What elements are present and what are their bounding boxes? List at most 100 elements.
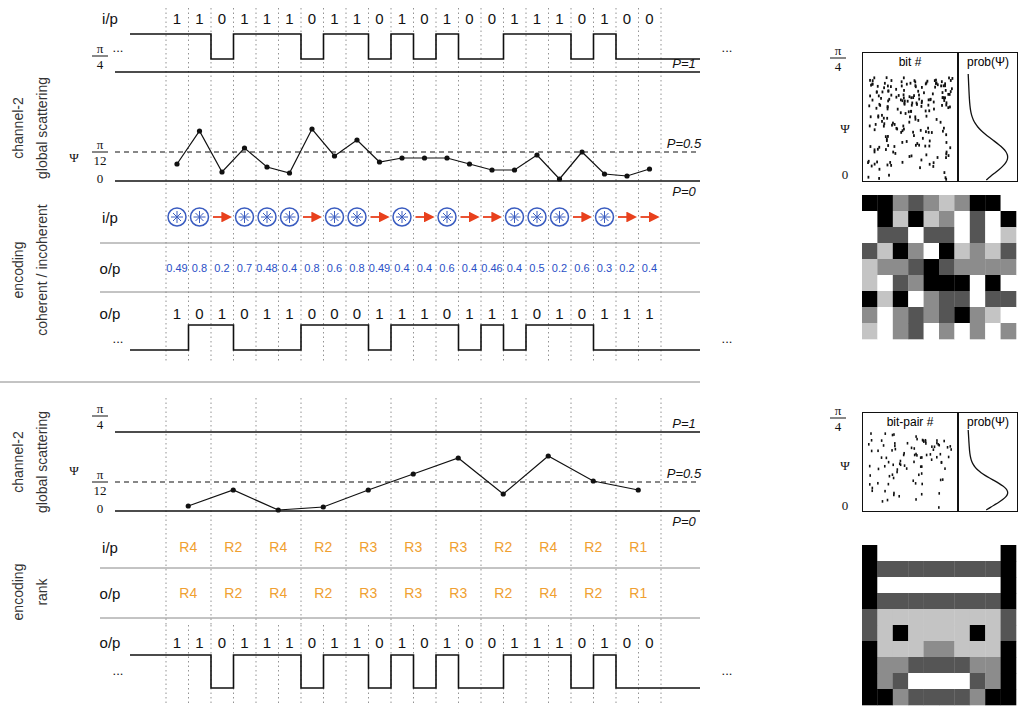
section-label: global scattering <box>35 77 49 179</box>
inset-dot <box>885 135 887 138</box>
bit-value: 1 <box>600 11 608 26</box>
pixel <box>985 689 1001 705</box>
inset-dot <box>934 445 936 448</box>
inset-dot <box>923 91 925 94</box>
inset-dot <box>944 96 946 99</box>
inset-dot <box>918 144 920 147</box>
inset-dot <box>946 151 948 154</box>
inset-dot <box>934 86 936 89</box>
data-point <box>186 503 191 508</box>
axis-tick: 0 <box>842 168 849 181</box>
pixel <box>954 545 970 561</box>
bit-value: 1 <box>443 635 451 650</box>
pixel <box>970 641 986 657</box>
inset-dot <box>931 445 933 448</box>
scattering-points <box>186 453 641 512</box>
inset-dot <box>913 461 915 464</box>
inset-dot <box>941 104 943 107</box>
data-point <box>321 504 326 509</box>
incoherent-arrow <box>461 216 478 218</box>
coherent-symbol <box>236 208 254 226</box>
inset-dot <box>869 95 871 98</box>
pixel <box>877 545 893 561</box>
inset-dot <box>947 446 949 449</box>
inset-dot <box>934 79 936 82</box>
bit-gridline <box>661 625 662 705</box>
inset-dot <box>925 440 927 443</box>
bit-gridline <box>616 8 617 362</box>
pixel <box>908 561 924 577</box>
inset-dot <box>950 448 952 451</box>
pixel <box>877 259 893 275</box>
pixel <box>939 657 955 673</box>
pixel <box>893 227 909 243</box>
inset-dot <box>883 86 885 89</box>
inset-dot <box>877 449 879 452</box>
coherent-cross <box>194 211 206 223</box>
bit-value: 0 <box>578 635 586 650</box>
pixel <box>985 577 1001 593</box>
rank-value: R1 <box>629 586 647 600</box>
data-point <box>354 137 359 142</box>
section-label: channel-2 <box>11 97 25 159</box>
pixel <box>970 577 986 593</box>
bit-gridline <box>391 8 392 362</box>
inset-dot <box>901 141 903 144</box>
bit-value: 1 <box>263 635 271 650</box>
inset-dot <box>904 100 906 103</box>
inset-dot <box>871 83 873 86</box>
incoherent-arrow <box>573 216 590 218</box>
coherent-symbol <box>438 208 456 226</box>
output-value: 0.4 <box>462 263 477 274</box>
fraction-bar <box>830 418 846 419</box>
inset-dot <box>940 84 942 87</box>
ellipsis: ... <box>722 664 733 677</box>
inset-dot <box>896 471 898 474</box>
pixel <box>924 291 940 307</box>
pixel <box>939 545 955 561</box>
bit-gridline <box>661 8 662 362</box>
data-point <box>534 152 539 157</box>
rank-value: R4 <box>539 540 557 554</box>
pixel <box>924 609 940 625</box>
bit-value: 0 <box>308 11 316 26</box>
inset-dot <box>942 478 944 481</box>
pixel <box>954 275 970 291</box>
inset-dot <box>913 134 915 137</box>
data-point <box>287 170 292 175</box>
coherent-cross <box>396 211 408 223</box>
pixel <box>877 307 893 323</box>
axis-fraction-numerator: π <box>97 42 104 55</box>
pixel <box>985 545 1001 561</box>
pixel <box>970 625 986 641</box>
pixel <box>924 259 940 275</box>
pixel <box>970 227 986 243</box>
inset-dot <box>892 464 894 467</box>
row-label: i/p <box>102 210 118 225</box>
output-value: 0.8 <box>349 263 364 274</box>
inset-dot <box>900 460 902 463</box>
bit-value: 1 <box>398 306 406 321</box>
inset-dot <box>921 105 923 108</box>
inset-dot <box>872 487 874 490</box>
pixel <box>924 243 940 259</box>
bit-value: 0 <box>645 635 653 650</box>
rank-value: R4 <box>179 586 197 600</box>
pixel <box>893 609 909 625</box>
inset-dot <box>909 95 911 98</box>
coherent-cross <box>509 211 521 223</box>
rank-value: R3 <box>404 586 422 600</box>
inset-dot <box>907 442 909 445</box>
pixel <box>939 307 955 323</box>
inset-dot <box>873 76 875 79</box>
inset-dot <box>881 120 883 123</box>
inset-dot <box>948 154 950 157</box>
coherent-symbol <box>393 208 411 226</box>
incoherent-arrow <box>416 216 433 218</box>
pixel <box>970 593 986 609</box>
inset-dot <box>885 148 887 151</box>
inset-dot <box>933 101 935 104</box>
pixel <box>1001 561 1017 577</box>
pixel <box>908 227 924 243</box>
inset-dot <box>933 448 935 451</box>
